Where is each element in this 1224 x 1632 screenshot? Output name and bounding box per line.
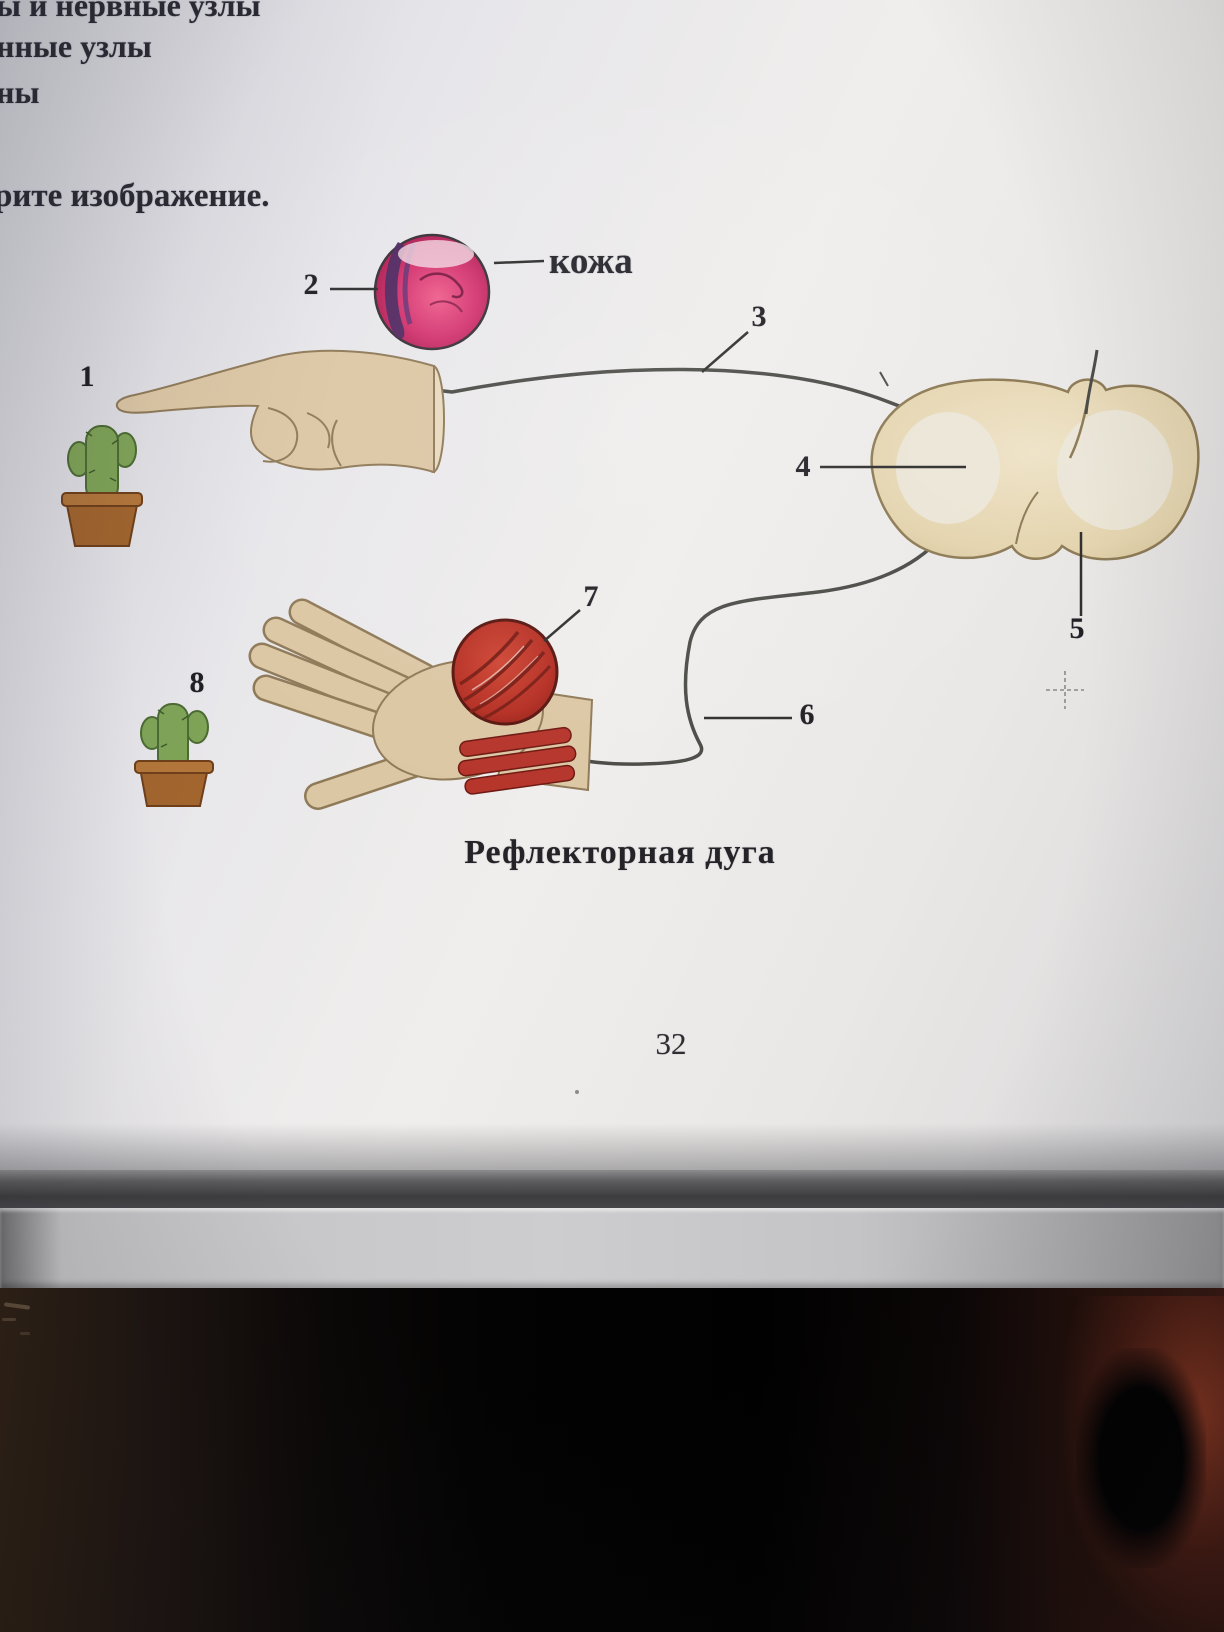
diagram-caption: Рефлекторная дуга xyxy=(464,834,776,871)
callout-number-2: 2 xyxy=(303,268,319,301)
dorsal-root-nerve xyxy=(1084,349,1099,415)
skin-histology-circle xyxy=(373,233,491,351)
desk-scratch-mark xyxy=(2,1318,16,1321)
callout-number-8: 8 xyxy=(189,666,205,699)
cropped-text-line-3: ны xyxy=(0,74,40,110)
callout-number-6: 6 xyxy=(799,698,815,731)
cactus-in-pot-lower xyxy=(134,703,214,807)
callout-line-skin xyxy=(493,259,545,265)
screen-bottom-bar xyxy=(0,1170,1224,1208)
spinal-cord-cross-section xyxy=(870,349,1200,561)
callout-number-4: 4 xyxy=(795,450,811,483)
motor-nerve-path xyxy=(562,484,970,766)
muscle-circle xyxy=(451,618,559,726)
page-number: 32 xyxy=(655,1026,687,1061)
callout-line-7 xyxy=(543,609,581,642)
callout-number-3: 3 xyxy=(751,300,767,333)
page-speck xyxy=(575,1090,579,1094)
pointing-hand-illustration xyxy=(115,349,445,474)
callout-number-1: 1 xyxy=(79,360,95,393)
desk-scratch-mark xyxy=(20,1332,30,1335)
cactus-in-pot-upper xyxy=(61,425,143,547)
monitor-bezel-strip xyxy=(0,1208,1224,1288)
callout-leader-lines xyxy=(330,259,1083,720)
callout-number-5: 5 xyxy=(1069,612,1085,645)
cut-muscle-bands xyxy=(457,726,577,795)
textbook-page: ы и нервные узлы нные узлы ны рите изобр… xyxy=(0,0,1224,1170)
callout-line-3 xyxy=(701,331,749,373)
dark-foreground-area xyxy=(0,1288,1224,1632)
desk-scratch-mark xyxy=(3,1302,31,1310)
skin-label: кожа xyxy=(549,241,633,282)
callout-number-7: 7 xyxy=(583,580,599,613)
cropped-text-line-4: рите изображение. xyxy=(0,178,270,214)
cropped-text-line-1: ы и нервные узлы xyxy=(0,0,261,23)
black-object xyxy=(1076,1348,1206,1568)
registration-cross-mark xyxy=(1046,671,1084,709)
reflex-arc-diagram xyxy=(61,233,1200,810)
cropped-text-line-2: нные узлы xyxy=(0,28,152,64)
